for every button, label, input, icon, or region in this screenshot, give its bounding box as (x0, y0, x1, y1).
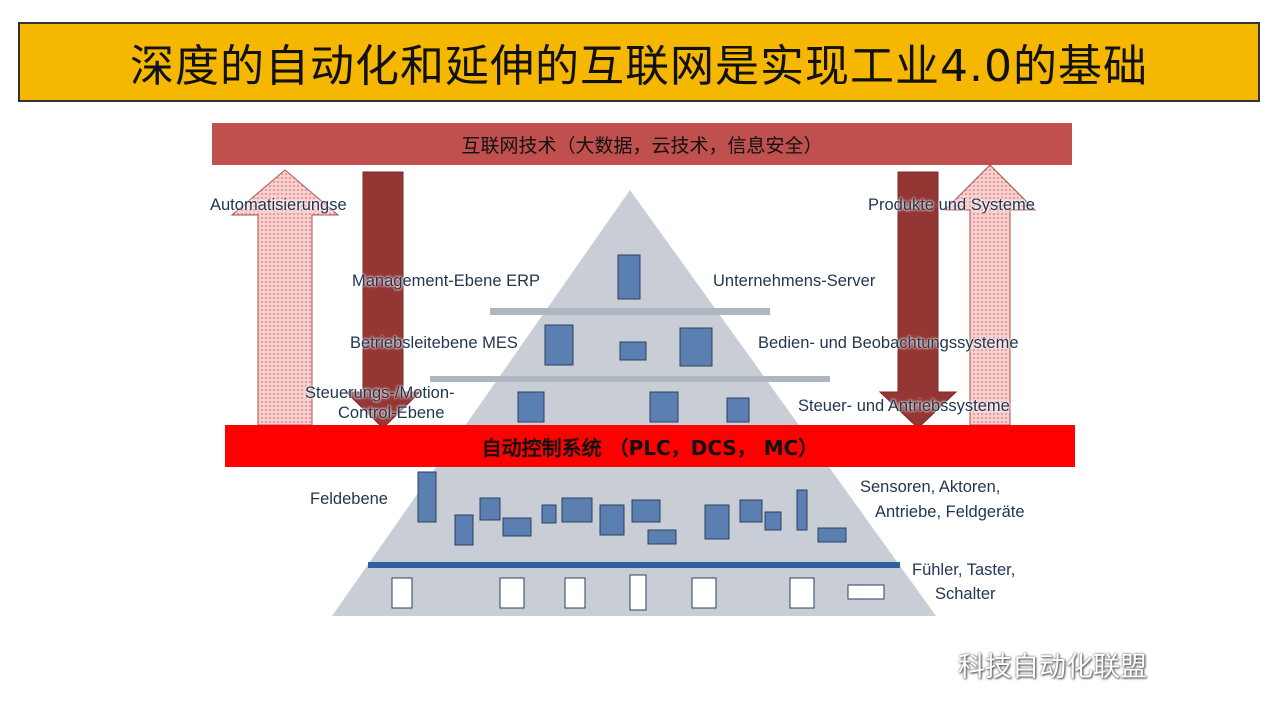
label-control-1: Steuerungs-/Motion- (305, 384, 455, 402)
label-erp: Management-Ebene ERP (352, 272, 541, 290)
label-control-systems: Steuer- und Antriebssysteme (798, 397, 1010, 415)
slide-title: 深度的自动化和延伸的互联网是实现工业4.0的基础 (18, 22, 1260, 102)
label-switch-2: Schalter (935, 585, 996, 603)
down-arrow-left (344, 171, 422, 429)
label-sensors-1: Sensoren, Aktoren, (860, 478, 1001, 496)
up-arrow-left (230, 169, 340, 426)
label-switch-1: Fühler, Taster, (912, 561, 1016, 579)
label-mes: Betriebsleitebene MES (350, 334, 518, 352)
internet-technology-bar: 互联网技术（大数据，云技术，信息安全） (212, 123, 1072, 165)
label-server: Unternehmens-Server (713, 272, 876, 290)
label-hmi: Bedien- und Beobachtungssysteme (758, 334, 1019, 352)
up-arrow-right (943, 164, 1037, 426)
watermark: 科技自动化联盟 (958, 652, 1147, 683)
label-sensors-2: Antriebe, Feldgeräte (875, 503, 1025, 521)
label-control-2: Control-Ebene (338, 404, 445, 422)
label-automation: Automatisierungse (210, 196, 347, 214)
device-icons (417, 254, 847, 546)
down-arrow-right (878, 171, 958, 429)
automation-control-bar: 自动控制系统 （PLC，DCS， MC） (225, 425, 1075, 467)
label-field: Feldebene (310, 490, 388, 508)
label-products: Produkte und Systeme (868, 196, 1035, 214)
switch-icons (391, 574, 885, 611)
pyramid-level-dividers (368, 308, 900, 568)
